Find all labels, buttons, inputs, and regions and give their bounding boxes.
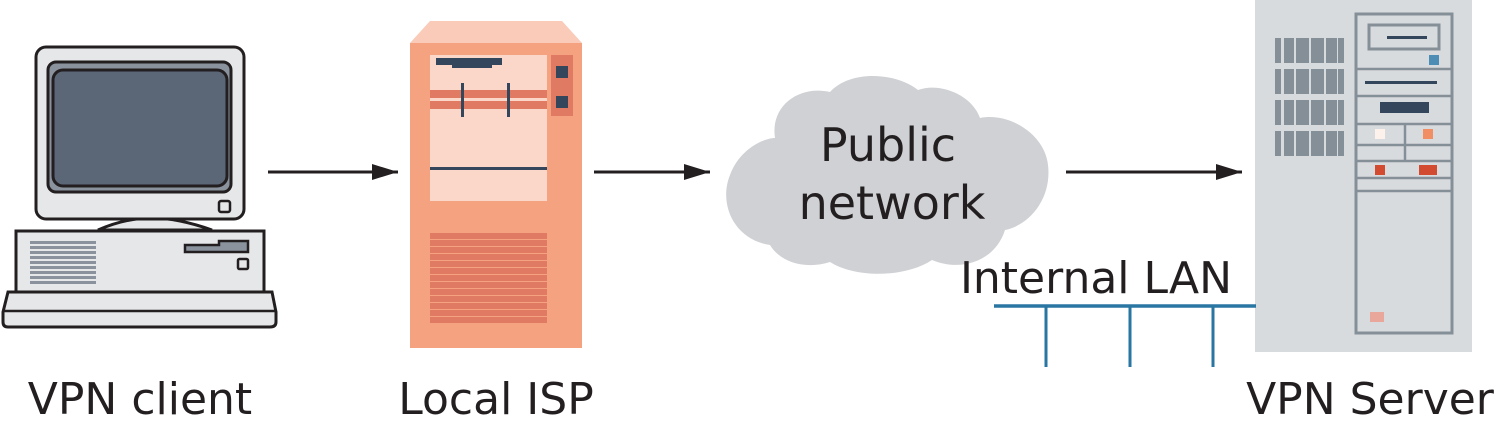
internal-lan-bus xyxy=(994,304,1256,367)
tower-server-icon xyxy=(410,21,582,348)
vpn-client-label: VPN client xyxy=(28,374,252,425)
internal-lan-label: Internal LAN xyxy=(960,253,1232,304)
desktop-computer-icon xyxy=(1,45,278,329)
cloud-icon xyxy=(726,76,1049,274)
arrowhead-icon xyxy=(372,164,398,180)
arrowhead-icon xyxy=(684,164,710,180)
public-network-label-line1: Public xyxy=(820,118,956,172)
local-isp-label: Local ISP xyxy=(398,374,593,425)
public-network-label-line2: network xyxy=(799,176,986,230)
rack-server-icon xyxy=(1255,0,1472,352)
vpn-server-label: VPN Server xyxy=(1246,374,1495,425)
arrowhead-icon xyxy=(1216,164,1242,180)
